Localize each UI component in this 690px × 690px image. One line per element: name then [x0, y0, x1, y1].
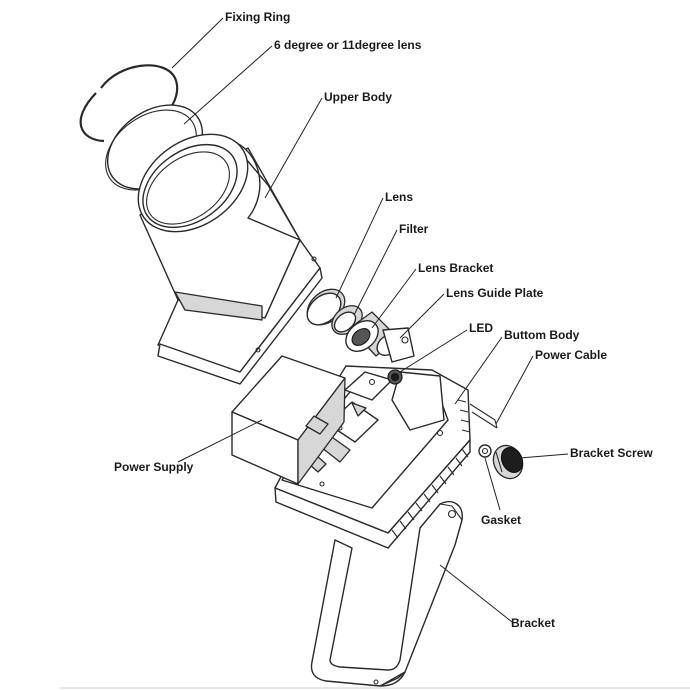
- cooling-fins: [391, 399, 471, 539]
- leader-lens-option: [183, 45, 273, 125]
- leader-fixing-ring: [171, 17, 224, 69]
- label-lens: Lens: [385, 190, 413, 204]
- lens-bracket-part: [345, 311, 400, 357]
- leader-gasket: [484, 457, 501, 511]
- leader-power-cable: [495, 355, 534, 425]
- labels: Fixing Ring 6 degree or 11degree lens Up…: [114, 10, 653, 630]
- label-power-cable: Power Cable: [535, 348, 607, 362]
- leader-lens-guide-plate: [399, 293, 445, 339]
- lens-guide-plate-part: [382, 327, 415, 363]
- leader-filter: [353, 229, 398, 316]
- power-supply-part: [231, 355, 346, 485]
- led-part: [387, 369, 403, 385]
- bracket-part: [310, 501, 463, 687]
- label-bracket: Bracket: [511, 616, 555, 630]
- label-fixing-ring: Fixing Ring: [225, 10, 290, 24]
- label-power-supply: Power Supply: [114, 460, 194, 474]
- label-bottom-body: Buttom Body: [504, 328, 580, 342]
- leader-led: [399, 329, 468, 373]
- upper-body: [137, 133, 323, 385]
- label-upper-body: Upper Body: [324, 90, 392, 104]
- power-cable-part: [469, 403, 498, 429]
- bracket-screw-part: [492, 444, 524, 480]
- leader-bracket: [439, 564, 513, 623]
- leader-upper-body: [264, 97, 323, 199]
- gasket-part: [478, 444, 492, 458]
- leader-lens-bracket: [371, 268, 417, 329]
- leader-lens: [335, 197, 384, 299]
- label-lens-option: 6 degree or 11degree lens: [274, 38, 422, 52]
- label-lens-bracket: Lens Bracket: [418, 261, 493, 275]
- leader-bottom-body: [454, 336, 503, 405]
- leader-bracket-screw: [519, 453, 569, 459]
- label-filter: Filter: [399, 222, 429, 236]
- label-gasket: Gasket: [481, 513, 521, 527]
- label-lens-guide-plate: Lens Guide Plate: [446, 286, 544, 300]
- leader-lines: [171, 17, 569, 623]
- label-led: LED: [469, 321, 493, 335]
- leader-power-supply: [177, 419, 263, 463]
- label-bracket-screw: Bracket Screw: [570, 446, 653, 460]
